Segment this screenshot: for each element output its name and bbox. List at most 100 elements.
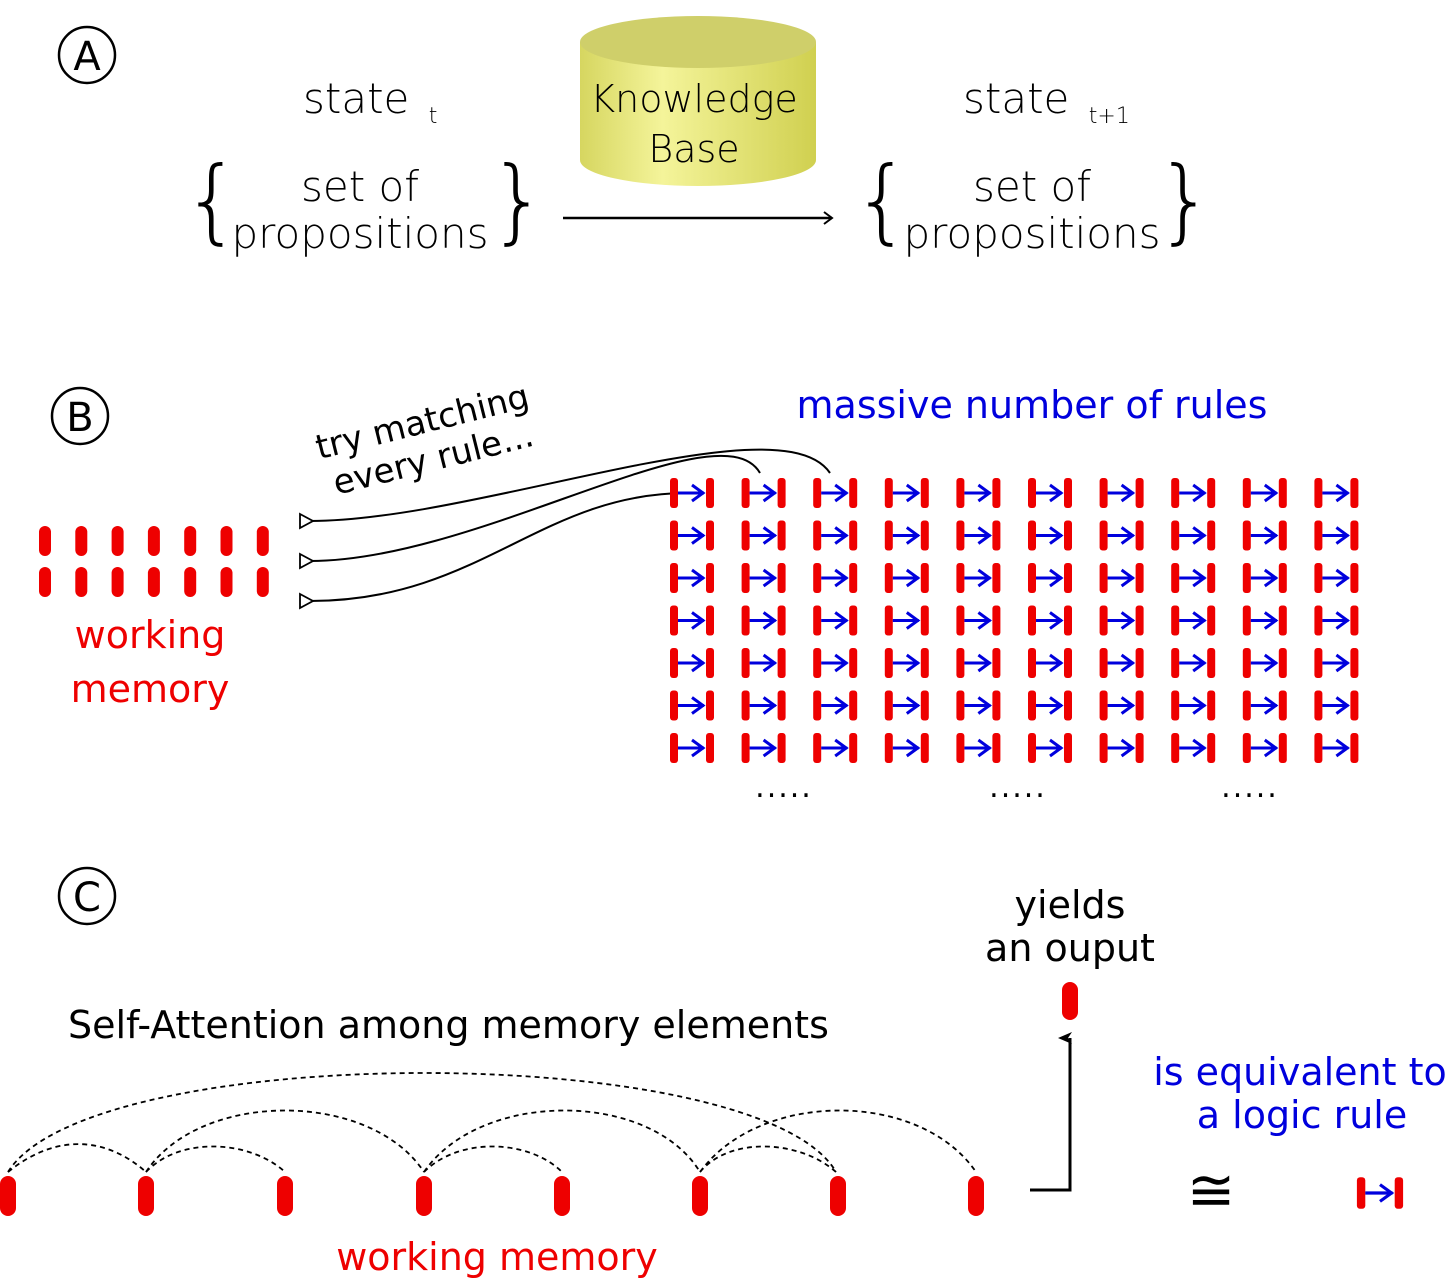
- rule-icon: [1099, 733, 1144, 763]
- panel-b: B try matching every rule... massive num…: [39, 377, 1359, 805]
- rule-icon: [956, 648, 1001, 678]
- rule-icon: [1099, 520, 1144, 551]
- rule-icon: [956, 605, 1001, 636]
- rule-icon: [670, 563, 714, 593]
- panel-c-label: C: [73, 875, 101, 921]
- rule-icon: [1028, 648, 1072, 678]
- rule-icon: [813, 478, 858, 508]
- match-curve-2-head: [299, 552, 315, 570]
- attention-arcs: [7, 1072, 977, 1173]
- rule-icon: [1242, 563, 1287, 593]
- panel-b-label: B: [66, 395, 93, 441]
- rule-icon: [813, 520, 858, 551]
- attention-arc: [145, 1145, 286, 1173]
- rule-icon: [1099, 563, 1144, 593]
- rule-icon: [956, 733, 1001, 763]
- right-set-line1: set of: [973, 162, 1091, 211]
- rule-icon: [884, 648, 929, 678]
- memory-element-icon: [75, 526, 88, 556]
- attention-arc: [145, 1109, 425, 1173]
- rules-title: massive number of rules: [797, 383, 1268, 427]
- attention-arc: [423, 1109, 701, 1173]
- rule-icon: [1028, 605, 1072, 636]
- working-memory-row: [0, 1176, 984, 1216]
- rule-icon: [1171, 690, 1216, 721]
- panel-c: C Self-Attention among memory elements w…: [0, 866, 1447, 1279]
- rule-icon: [670, 648, 714, 678]
- rule-icon: [813, 605, 858, 636]
- output-arrow: [1030, 1032, 1072, 1192]
- panel-a: A state t { set of propositions } Knowle…: [57, 16, 1215, 258]
- memory-element-icon: [554, 1176, 570, 1216]
- match-curve-3: [309, 492, 689, 602]
- rule-icon: [741, 733, 786, 763]
- attention-arc: [699, 1145, 837, 1173]
- rule-icon: [956, 478, 1001, 508]
- database-cylinder-icon: [580, 16, 816, 186]
- rule-icon: [1099, 648, 1144, 678]
- rule-grid: [670, 478, 1359, 763]
- rule-icon: [1314, 690, 1359, 721]
- rule-icon: [956, 563, 1001, 593]
- left-set-line2: propositions: [232, 209, 489, 258]
- equivalent-line1: is equivalent to: [1153, 1050, 1447, 1094]
- rule-icon: [884, 690, 929, 721]
- rule-icon: [670, 520, 714, 551]
- rule-icon: [1314, 520, 1359, 551]
- rule-icon: [1099, 478, 1144, 508]
- rule-icon: [813, 690, 858, 721]
- rule-icon: [1314, 563, 1359, 593]
- working-memory-caption: working memory: [336, 1235, 658, 1279]
- rule-icon: [1171, 605, 1216, 636]
- output-memory-element-icon: [1062, 982, 1078, 1020]
- state-t-word: state: [303, 74, 409, 123]
- rule-icon: [741, 648, 786, 678]
- rule-icon: [956, 520, 1001, 551]
- attention-arc: [7, 1143, 147, 1173]
- rule-icon: [884, 733, 929, 763]
- rule-icon: [741, 520, 786, 551]
- right-brace-open: {: [853, 147, 912, 254]
- rule-icon: [1356, 1177, 1404, 1209]
- rule-icon: [1099, 690, 1144, 721]
- rule-icon: [741, 605, 786, 636]
- panel-a-label: A: [73, 34, 101, 80]
- memory-element-icon: [39, 526, 51, 556]
- memory-element-icon: [220, 567, 233, 597]
- attention-arc: [699, 1109, 977, 1173]
- match-curve-2: [309, 454, 761, 562]
- rule-icon: [813, 733, 858, 763]
- right-brace-close: }: [1156, 147, 1215, 254]
- rule-icon: [1028, 563, 1072, 593]
- rule-icon: [1028, 520, 1072, 551]
- knowledge-base-line1: Knowledge: [590, 77, 798, 121]
- rule-icon: [1028, 478, 1072, 508]
- working-memory-grid: [39, 526, 269, 597]
- ellipsis-2: .....: [989, 770, 1047, 805]
- right-set-line2: propositions: [904, 209, 1161, 258]
- rule-icon: [1242, 520, 1287, 551]
- attention-arc: [423, 1145, 563, 1173]
- memory-element-icon: [277, 1176, 293, 1216]
- rule-icon: [884, 478, 929, 508]
- rule-icon: [1171, 478, 1216, 508]
- rule-icon: [1242, 733, 1287, 763]
- panel-b-badge: [50, 386, 110, 446]
- rule-icon: [1171, 648, 1216, 678]
- yields-line1: yields: [1015, 883, 1126, 927]
- rule-icon: [1028, 733, 1072, 763]
- memory-element-icon: [75, 567, 88, 597]
- rule-icon: [813, 648, 858, 678]
- match-curve-1: [309, 448, 831, 522]
- rule-icon: [956, 690, 1001, 721]
- equivalent-line2: a logic rule: [1197, 1093, 1407, 1137]
- working-memory-line1: working: [75, 613, 226, 657]
- rule-icon: [1171, 733, 1216, 763]
- memory-element-icon: [111, 526, 124, 556]
- memory-element-icon: [39, 567, 51, 597]
- rule-icon: [884, 563, 929, 593]
- state-t1-subscript: t+1: [1089, 104, 1130, 129]
- state-t-title: state t: [303, 74, 437, 129]
- rule-icon: [1242, 690, 1287, 721]
